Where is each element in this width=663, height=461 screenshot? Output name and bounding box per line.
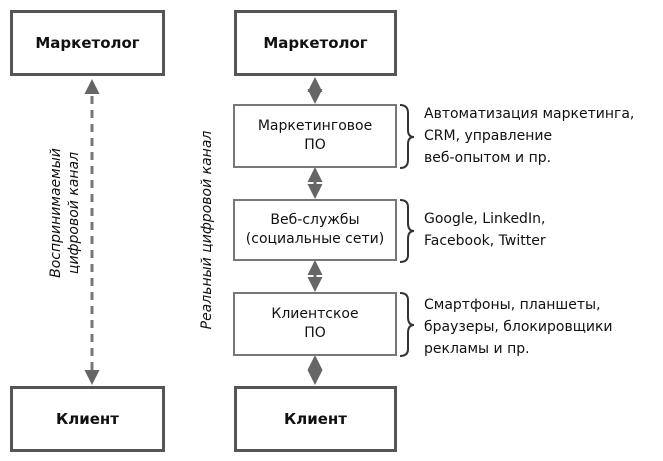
client-software-line2: ПО (304, 325, 326, 341)
web-services-line1: Веб-службы (270, 212, 360, 228)
perceived-channel-line2: цифровой канал (66, 151, 82, 275)
client-software-note: Смартфоны, планшеты, браузеры, блокировщ… (424, 294, 613, 360)
marketing-software-line2: ПО (304, 137, 326, 153)
real-channel-label: Реальный цифровой канал (198, 130, 216, 330)
right-marketer-label: Маркетолог (263, 34, 368, 52)
client-software-line1: Клиентское (271, 306, 359, 322)
left-client-box: Клиент (10, 386, 165, 452)
client-software-box: Клиентское ПО (233, 292, 397, 356)
left-marketer-label: Маркетолог (35, 34, 140, 52)
note-line: Смартфоны, планшеты, (424, 297, 601, 313)
note-line: веб-опытом и пр. (424, 150, 552, 166)
perceived-channel-line1: Воспринимаемый (48, 148, 64, 278)
web-services-line2: (социальные сети) (245, 231, 385, 247)
brace-web-services (399, 199, 415, 263)
web-services-box: Веб-службы (социальные сети) (233, 199, 397, 261)
note-line: Google, LinkedIn, (424, 211, 546, 227)
web-services-note: Google, LinkedIn, Facebook, Twitter (424, 208, 546, 252)
right-client-label: Клиент (284, 410, 347, 428)
marketing-software-line1: Маркетинговое (257, 118, 373, 134)
marketing-software-box: Маркетинговое ПО (233, 104, 397, 168)
note-line: рекламы и пр. (424, 341, 530, 357)
note-line: браузеры, блокировщики (424, 319, 613, 335)
brace-client-software (399, 292, 415, 357)
brace-marketing-software (399, 104, 415, 169)
note-line: Автоматизация маркетинга, (424, 106, 635, 122)
right-client-box: Клиент (234, 386, 397, 452)
marketing-software-note: Автоматизация маркетинга, CRM, управлени… (424, 103, 634, 169)
note-line: CRM, управление (424, 128, 553, 144)
real-channel-text: Реальный цифровой канал (199, 130, 215, 330)
note-line: Facebook, Twitter (424, 233, 546, 249)
left-client-label: Клиент (56, 410, 119, 428)
left-marketer-box: Маркетолог (10, 10, 165, 76)
perceived-channel-label: Воспринимаемый цифровой канал (47, 133, 83, 293)
right-marketer-box: Маркетолог (234, 10, 397, 76)
